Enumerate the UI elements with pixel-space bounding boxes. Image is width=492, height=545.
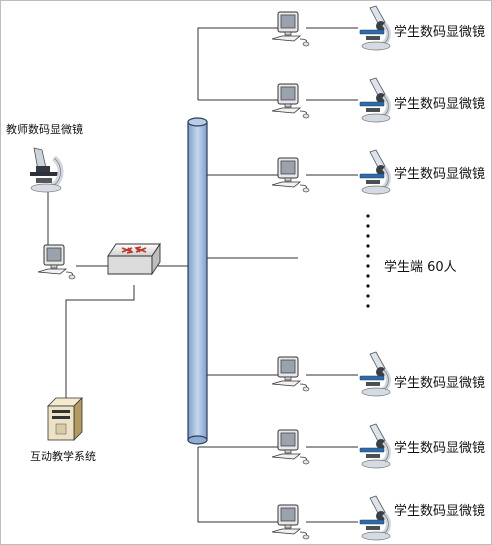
teacher-computer-icon — [37, 244, 76, 280]
student-microscope-label: 学生数码显微镜 — [394, 376, 486, 391]
student-computer-icon — [271, 429, 310, 465]
student-microscope-icon — [360, 6, 390, 50]
student-microscope-label: 学生数码显微镜 — [394, 441, 486, 456]
student-computer-icon — [271, 83, 310, 119]
student-microscope-icon — [360, 352, 390, 396]
server-icon — [47, 397, 83, 441]
teacher-microscope-label: 教师数码显微镜 — [6, 123, 83, 136]
network-switch — [107, 242, 161, 276]
student-microscope-icon — [360, 496, 390, 540]
student-computer-icon — [271, 157, 310, 193]
student-microscope-icon — [360, 424, 390, 468]
student-computer-icon — [271, 504, 310, 540]
student-microscope-label: 学生数码显微镜 — [394, 97, 486, 112]
student-microscope-icon — [360, 78, 390, 122]
network-bus — [187, 117, 208, 445]
student-count-label: 学生端 60人 — [384, 260, 457, 275]
student-computer-icon — [271, 11, 310, 47]
student-microscope-label: 学生数码显微镜 — [394, 167, 486, 182]
student-microscope-icon — [360, 150, 390, 194]
teacher-microscope-icon — [30, 148, 61, 192]
student-computer-icon — [271, 356, 310, 392]
bus-branches — [47, 27, 358, 523]
student-microscope-label: 学生数码显微镜 — [394, 504, 486, 519]
student-microscope-label: 学生数码显微镜 — [394, 25, 486, 40]
ellipsis-dots — [366, 214, 370, 308]
server-label: 互动教学系统 — [30, 450, 96, 463]
